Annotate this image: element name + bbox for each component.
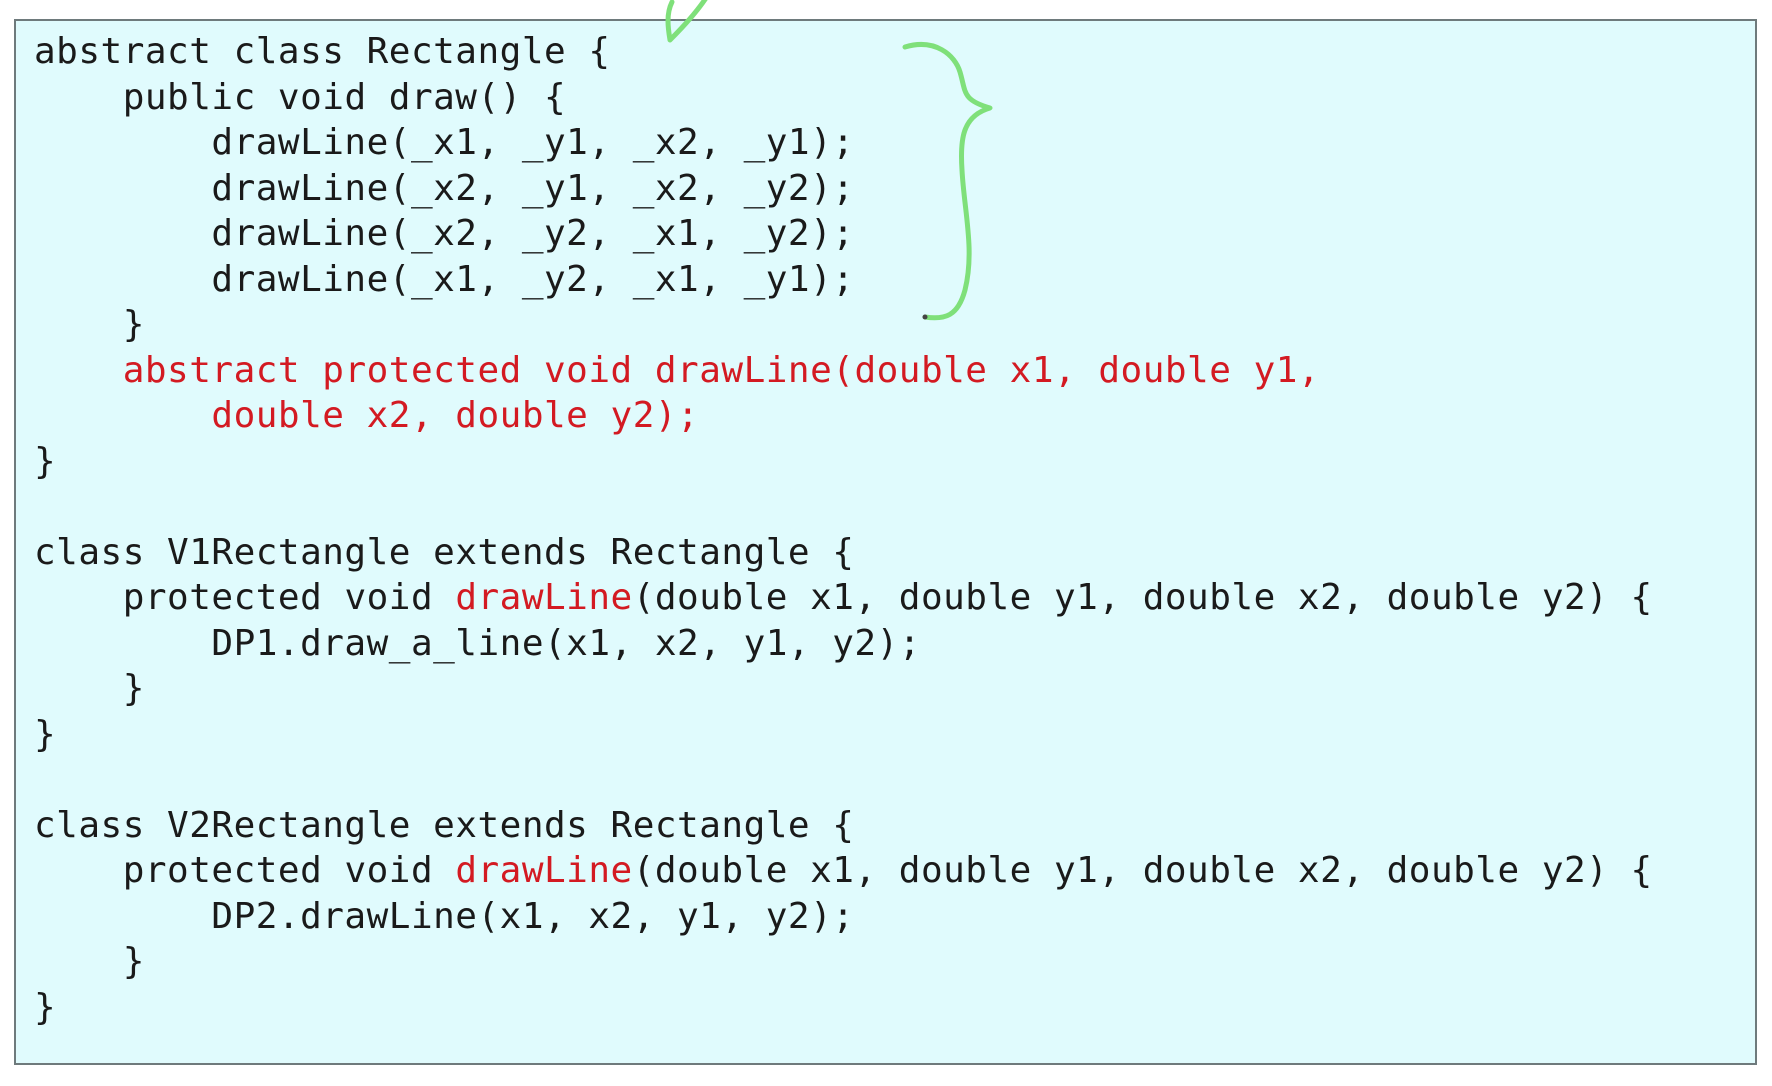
code-text: } xyxy=(34,986,57,1028)
code-indent xyxy=(34,668,123,709)
code-indent xyxy=(34,213,211,254)
code-text: abstract class Rectangle { xyxy=(34,31,611,72)
code-line: drawLine(_x2, _y1, _x2, _y2); xyxy=(34,166,1653,212)
code-text: class V1Rectangle extends Rectangle { xyxy=(34,531,855,573)
code-line: class V1Rectangle extends Rectangle { xyxy=(34,530,1653,576)
code-text: } xyxy=(34,440,57,482)
code-indent xyxy=(34,168,211,209)
code-line: } xyxy=(34,712,1653,758)
code-text: DP1.draw_a_line(x1, x2, y1, y2); xyxy=(211,622,921,664)
code-line: } xyxy=(34,939,1653,985)
code-panel: abstract class Rectangle { public void d… xyxy=(14,19,1757,1065)
code-text: DP2.drawLine(x1, x2, y1, y2); xyxy=(211,895,855,937)
code-indent xyxy=(34,850,123,891)
code-line: drawLine(_x1, _y1, _x2, _y1); xyxy=(34,120,1653,166)
code-text: } xyxy=(122,668,145,709)
code-line: DP2.drawLine(x1, x2, y1, y2); xyxy=(34,894,1653,940)
code-text-highlighted: double x2, double y2); xyxy=(211,395,700,436)
code-line: drawLine(_x1, _y2, _x1, _y1); xyxy=(34,257,1653,303)
code-text: } xyxy=(34,713,57,755)
code-text: (double x1, double y1, double x2, double… xyxy=(632,577,1653,618)
code-line: abstract protected void drawLine(double … xyxy=(34,348,1653,394)
code-indent xyxy=(34,304,123,345)
code-text: protected void xyxy=(122,577,456,618)
code-text-highlighted: abstract protected void drawLine(double … xyxy=(122,349,1321,391)
code-text: } xyxy=(122,941,145,982)
code-line: } xyxy=(34,985,1653,1031)
code-line: protected void drawLine(double x1, doubl… xyxy=(34,848,1653,894)
code-text-highlighted: drawLine xyxy=(455,577,633,618)
code-line: double x2, double y2); xyxy=(34,393,1653,439)
code-indent xyxy=(34,259,211,300)
code-text: drawLine(_x2, _y2, _x1, _y2); xyxy=(211,213,855,254)
code-text: drawLine(_x1, _y1, _x2, _y1); xyxy=(211,122,855,163)
code-indent xyxy=(34,896,211,937)
code-indent xyxy=(34,577,123,618)
code-line xyxy=(34,757,1653,803)
code-line: protected void drawLine(double x1, doubl… xyxy=(34,575,1653,621)
code-indent xyxy=(34,395,211,436)
code-indent xyxy=(34,623,211,664)
code-line: DP1.draw_a_line(x1, x2, y1, y2); xyxy=(34,621,1653,667)
code-text-highlighted: drawLine xyxy=(455,850,633,891)
code-line xyxy=(34,484,1653,530)
code-listing: abstract class Rectangle { public void d… xyxy=(34,29,1653,1030)
code-text: drawLine(_x2, _y1, _x2, _y2); xyxy=(211,167,855,209)
code-text: protected void xyxy=(122,850,456,891)
code-text: drawLine(_x1, _y2, _x1, _y1); xyxy=(211,258,855,300)
code-line: } xyxy=(34,439,1653,485)
code-indent xyxy=(34,350,123,391)
code-indent xyxy=(34,77,123,118)
code-line: } xyxy=(34,302,1653,348)
code-text: class V2Rectangle extends Rectangle { xyxy=(34,804,855,846)
code-text: public void draw() { xyxy=(122,76,567,118)
code-line: } xyxy=(34,666,1653,712)
code-line: drawLine(_x2, _y2, _x1, _y2); xyxy=(34,211,1653,257)
code-indent xyxy=(34,941,123,982)
code-line: abstract class Rectangle { xyxy=(34,29,1653,75)
code-text: } xyxy=(122,304,145,345)
code-indent xyxy=(34,122,211,163)
code-line: public void draw() { xyxy=(34,75,1653,121)
code-text: (double x1, double y1, double x2, double… xyxy=(632,850,1653,891)
code-line: class V2Rectangle extends Rectangle { xyxy=(34,803,1653,849)
